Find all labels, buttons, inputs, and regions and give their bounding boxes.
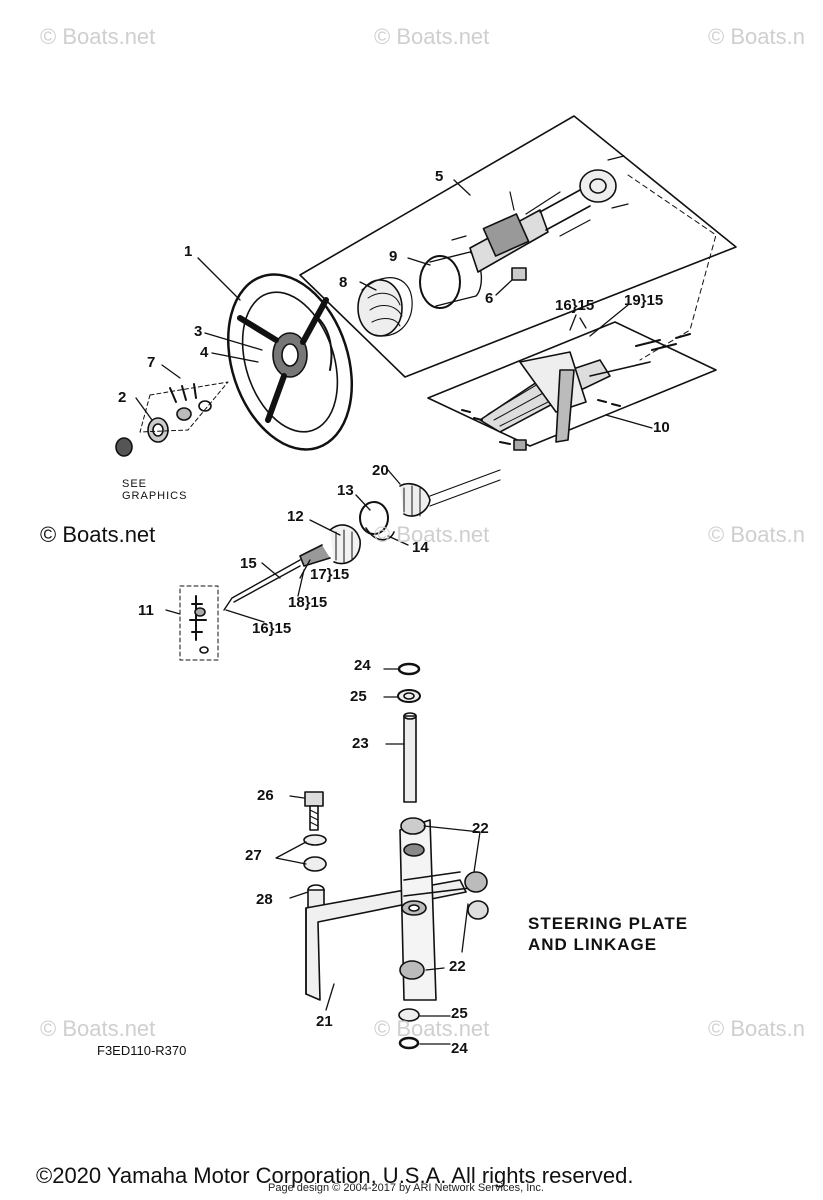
copyright-notice: ©2020 Yamaha Motor Corporation, U.S.A. A…	[36, 1163, 634, 1188]
assembly-5-box	[299, 115, 737, 378]
see-graphics-note: SEE GRAPHICS	[122, 478, 188, 502]
watermark: © Boats.net	[40, 24, 156, 49]
callout-11: 11	[138, 602, 154, 619]
watermark: © Boats.net	[374, 24, 490, 49]
callout-23: 23	[352, 735, 369, 752]
diagram-title-note: STEERING PLATE AND LINKAGE	[528, 914, 689, 954]
dashed-link-line	[627, 174, 717, 361]
leader-lines	[135, 179, 653, 1045]
callout-27: 27	[245, 847, 262, 864]
callout-13: 13	[337, 482, 354, 499]
callout-25-bottom: 25	[451, 1005, 468, 1022]
watermark: © Boats.n	[708, 24, 805, 49]
boot-part	[299, 469, 501, 567]
callout-19-15: 19}15	[624, 292, 664, 309]
callout-2: 2	[118, 389, 127, 406]
steering-wheel-part	[226, 273, 354, 451]
callout-12: 12	[287, 508, 304, 525]
hub-cap-part	[115, 381, 229, 457]
callout-6: 6	[485, 290, 494, 307]
watermark: © Boats.net	[40, 1016, 156, 1041]
cable-part	[223, 559, 301, 611]
callout-1: 1	[184, 243, 193, 260]
callout-28: 28	[256, 891, 273, 908]
linkage-part	[397, 662, 421, 1050]
callout-22-top: 22	[472, 820, 489, 837]
diagram-code: F3ED110-R370	[97, 1043, 187, 1058]
callout-7: 7	[147, 354, 156, 371]
watermark: © Boats.n	[708, 522, 805, 547]
bolt-part	[303, 791, 327, 909]
callout-15: 15	[240, 555, 257, 572]
mount-part	[179, 585, 219, 661]
cover-part	[357, 251, 483, 337]
steering-plate-part	[305, 817, 489, 1001]
callout-16-15-bottom: 16}15	[252, 620, 292, 637]
callout-10: 10	[653, 419, 670, 436]
callout-4: 4	[200, 344, 209, 361]
watermark: © Boats.n	[708, 1016, 805, 1041]
callout-24-top: 24	[354, 657, 371, 674]
column-body-part	[451, 155, 629, 281]
callout-8: 8	[339, 274, 348, 291]
callout-20: 20	[372, 462, 389, 479]
watermark: © Boats.net	[374, 522, 490, 547]
callout-16-15-top: 16}15	[555, 297, 595, 314]
callout-26: 26	[257, 787, 274, 804]
callout-14: 14	[412, 539, 429, 556]
callout-22-bottom: 22	[449, 958, 466, 975]
watermark: © Boats.net	[374, 1016, 490, 1041]
callout-3: 3	[194, 323, 203, 340]
callout-5: 5	[435, 168, 444, 185]
bracket-part	[461, 333, 691, 451]
callout-21: 21	[316, 1013, 333, 1030]
callout-9: 9	[389, 248, 398, 265]
callout-17-15: 17}15	[310, 566, 350, 583]
callout-18-15: 18}15	[288, 594, 328, 611]
callout-25-top: 25	[350, 688, 367, 705]
boats-logo-text: © Boats.net	[40, 522, 156, 547]
page-design-credit: Page design © 2004-2017 by ARI Network S…	[268, 1182, 544, 1194]
callout-24-bottom: 24	[451, 1040, 468, 1057]
